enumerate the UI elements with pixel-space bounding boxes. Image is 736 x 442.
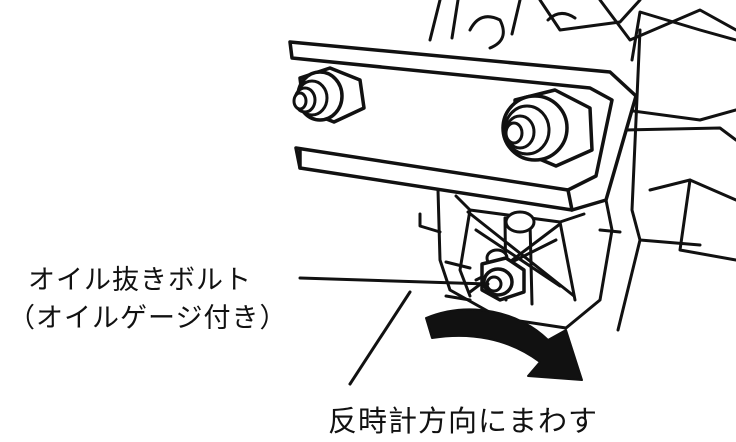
right-bolt-nut xyxy=(501,88,594,168)
counterclockwise-arrow-icon xyxy=(425,308,583,381)
direction-pointer-line xyxy=(348,290,412,386)
engine-body xyxy=(616,10,736,332)
rotate-direction-label: 反時計方向にまわす xyxy=(328,404,599,438)
crankcase-lower xyxy=(418,188,622,330)
mounting-bracket xyxy=(288,40,638,212)
callout-leader-line xyxy=(298,276,490,286)
engine-top-parts xyxy=(428,0,736,50)
drain-bolt xyxy=(444,256,526,302)
drain-bolt-label: オイル抜きボルト xyxy=(28,265,252,296)
oil-gauge-label: （オイルゲージ付き） xyxy=(8,303,288,334)
left-bolt-nut xyxy=(292,66,366,124)
